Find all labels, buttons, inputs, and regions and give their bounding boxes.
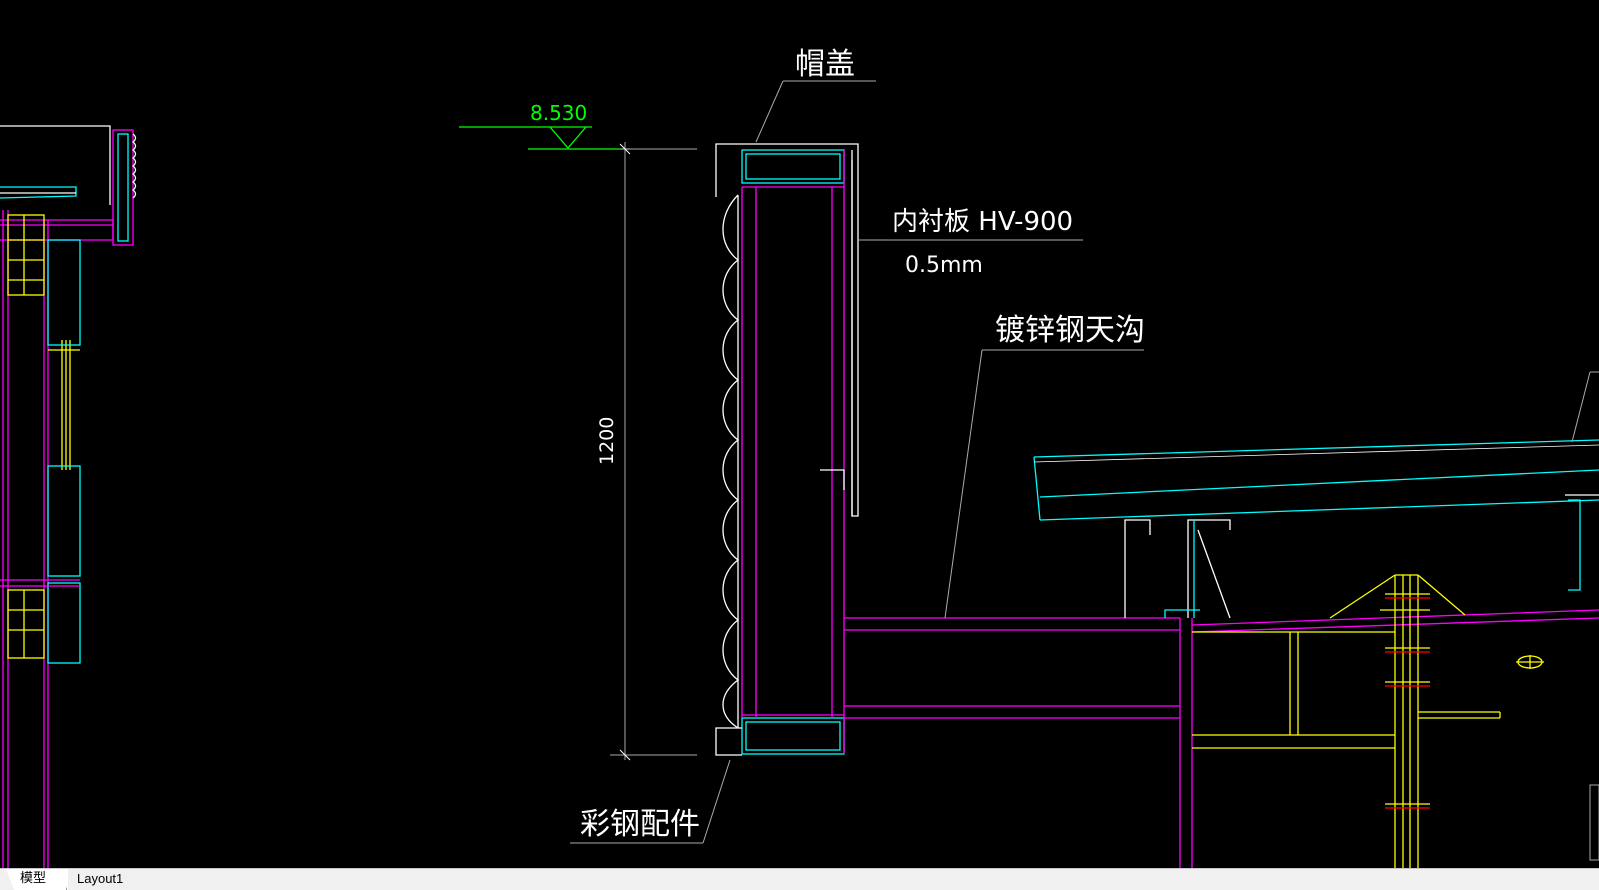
layout-tab-bar: 模型 Layout1 (0, 868, 1599, 890)
label-liner-thickness: 0.5mm (905, 253, 983, 278)
roof-panel (1033, 439, 1599, 619)
dimension-line (610, 142, 697, 761)
gutter-beam (844, 609, 1599, 868)
label-liner-panel: 内衬板 HV-900 (892, 207, 1073, 237)
right-edge-fragment (1589, 784, 1599, 861)
tab-model[interactable]: 模型 (6, 869, 68, 890)
tab-layout1[interactable]: Layout1 (66, 869, 140, 890)
leader-lines (570, 80, 1599, 844)
elevation-value: 8.530 (530, 101, 587, 125)
dimension-value: 1200 (596, 417, 618, 465)
label-cap: 帽盖 (795, 47, 855, 82)
cad-drawing-canvas[interactable]: 8.530 1200 (0, 0, 1599, 868)
parapet-section (715, 143, 859, 756)
left-structure (0, 125, 137, 868)
elevation-mark (459, 126, 630, 150)
label-galvanized-gutter: 镀锌钢天沟 (995, 313, 1145, 348)
steel-structure (1192, 574, 1544, 868)
label-color-steel-fitting: 彩钢配件 (580, 807, 700, 842)
